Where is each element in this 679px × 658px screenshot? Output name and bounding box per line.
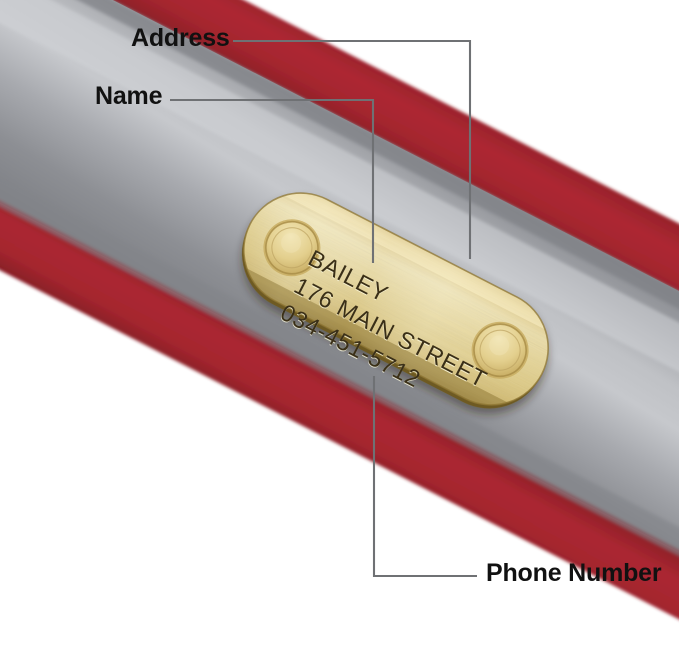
- tag-rivet-left: [263, 219, 321, 277]
- callout-leader-lines: [170, 39, 477, 578]
- tag-top-highlight: [268, 173, 568, 338]
- tag-rim: [243, 192, 549, 406]
- tag-bottom-shade: [224, 260, 524, 425]
- leader-line-address: [233, 39, 472, 259]
- brass-id-tag: [224, 173, 568, 425]
- collar-gray-shade-top: [0, 0, 679, 569]
- callout-label-address: Address: [131, 24, 230, 52]
- tag-rivet-right: [471, 321, 529, 379]
- callout-label-name: Name: [95, 82, 163, 110]
- collar-red-stripe-top: [0, 0, 679, 557]
- leader-line-phone: [372, 376, 477, 578]
- collar-gray-highlight: [0, 0, 679, 619]
- leader-line-name: [170, 98, 375, 263]
- callout-label-phone: Phone Number: [486, 559, 662, 587]
